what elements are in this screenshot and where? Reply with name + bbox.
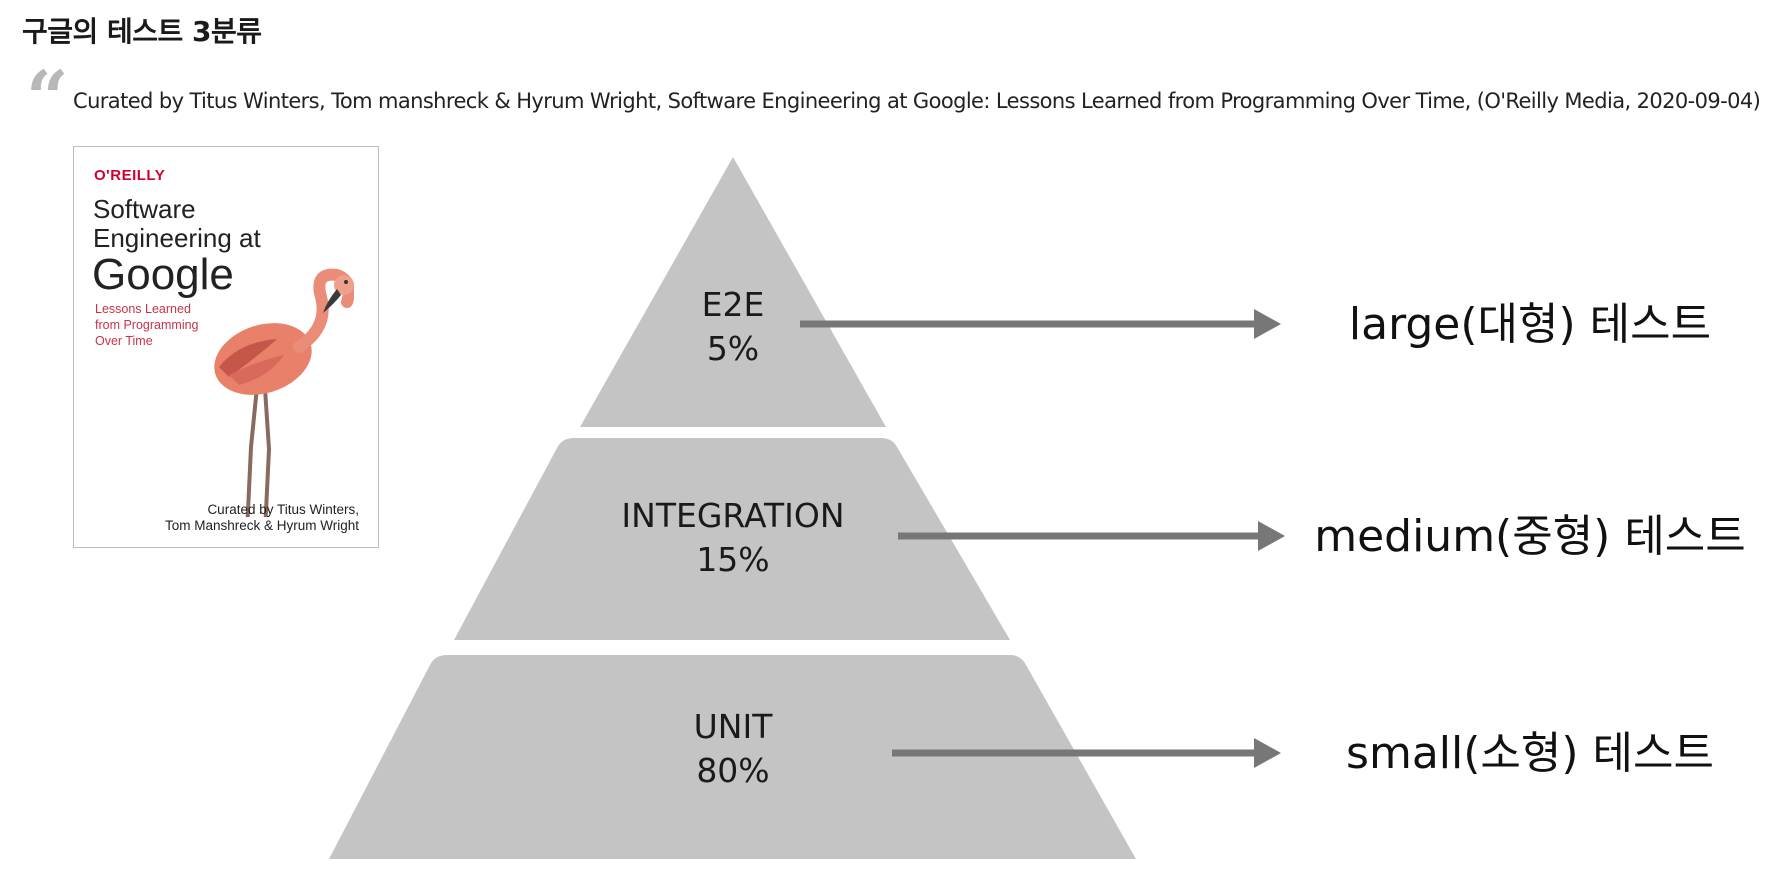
book-curators-line1: Curated by Titus Winters, — [207, 502, 359, 517]
arrow-unit — [892, 738, 1281, 768]
pyramid-tier-e2e — [580, 157, 886, 427]
tier-percent-unit: 80% — [696, 751, 769, 790]
book-cover: O'REILLY Software Engineering at Google … — [73, 146, 379, 548]
book-curators: Curated by Titus Winters, Tom Manshreck … — [165, 502, 359, 534]
quote-icon: “ — [26, 56, 69, 142]
tier-name-integration: INTEGRATION — [621, 496, 844, 535]
pyramid-tier-integration — [454, 438, 1010, 640]
test-label-large: large(대형) 테스트 — [1349, 299, 1711, 350]
flamingo-illustration — [214, 268, 354, 517]
tier-percent-integration: 15% — [696, 540, 769, 579]
book-subtitle-line3: Over Time — [95, 334, 153, 348]
book-subtitle-line1: Lessons Learned — [95, 302, 191, 316]
pyramid-tier-unit — [329, 655, 1136, 859]
arrow-integration — [898, 521, 1285, 551]
tier-percent-e2e: 5% — [707, 329, 759, 368]
arrow-e2e — [800, 309, 1281, 339]
tier-name-unit: UNIT — [694, 707, 774, 746]
tier-name-e2e: E2E — [702, 285, 765, 324]
citation-text: Curated by Titus Winters, Tom manshreck … — [73, 89, 1761, 113]
book-title-line3: Google — [92, 250, 234, 299]
book-subtitle: Lessons Learned from Programming Over Ti… — [95, 301, 215, 349]
test-label-medium: medium(중형) 테스트 — [1314, 511, 1746, 562]
page-title: 구글의 테스트 3분류 — [22, 15, 262, 48]
book-subtitle-line2: from Programming — [95, 318, 199, 332]
book-title-top: Software Engineering at — [93, 195, 261, 253]
book-curators-line2: Tom Manshreck & Hyrum Wright — [164, 518, 359, 533]
test-label-small: small(소형) 테스트 — [1346, 728, 1714, 779]
book-title-line2: Engineering at — [93, 223, 261, 253]
book-publisher: O'REILLY — [94, 167, 166, 184]
book-title-line1: Software — [93, 194, 196, 224]
